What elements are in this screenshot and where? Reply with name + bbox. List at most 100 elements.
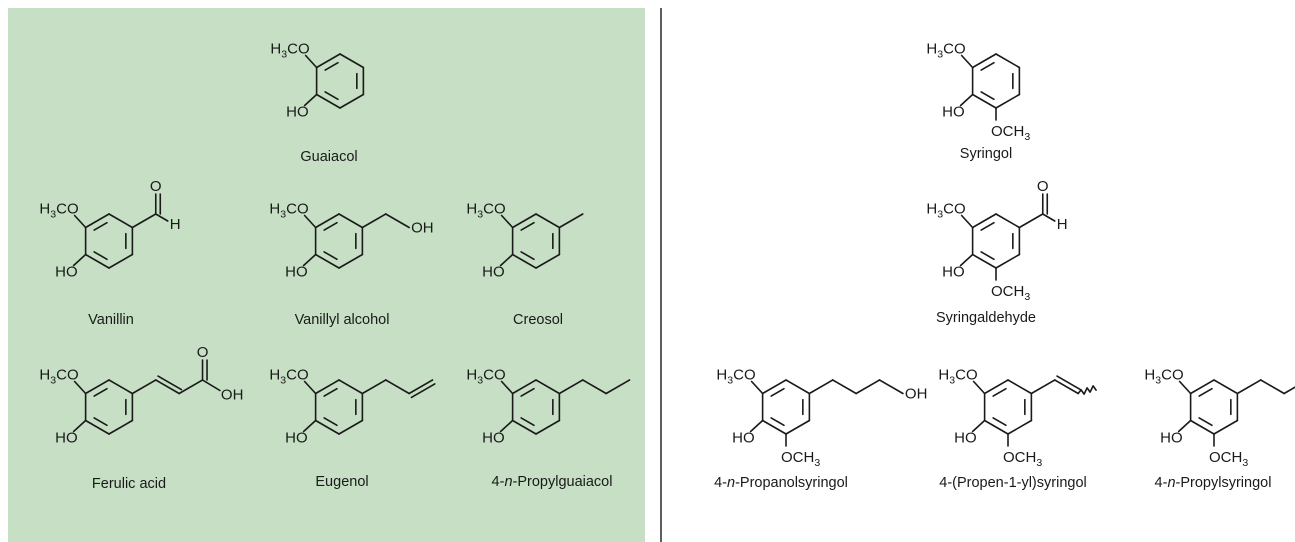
ring-bond [511,379,537,395]
side-chain-bond [384,213,410,229]
side-chain-bond [178,379,204,395]
compound-name-vanillin: Vanillin [88,312,134,328]
methoxy-label: OCH3 [1209,449,1248,469]
compound-name-ferulic-acid: Ferulic acid [92,476,166,492]
methoxy-bond [73,380,87,395]
methoxy-label: H3CO [269,201,308,221]
ring-bond [84,253,110,269]
ring-bond [995,253,1021,269]
ring-double-bond [1198,417,1213,427]
hydroxy-bond [971,419,986,433]
ring-bond [339,93,365,109]
methoxy-label: H3CO [1144,367,1183,387]
hydroxy-label: HO [285,264,308,281]
side-chain-bond [1018,213,1044,229]
ring-bond [338,379,364,395]
side-chain-bond [808,379,834,395]
compound-vanillyl-alcohol: H3CO HO OH [269,201,433,281]
compound-name-vanillyl-alcohol: Vanillyl alcohol [295,312,390,328]
ring-double-bond [992,417,1007,427]
hydroxy-bond [499,419,514,433]
compound-name-4-n-propylsyringol: 4-n-Propylsyringol [1155,475,1272,491]
side-chain-bond [1283,386,1295,395]
ring-bond [108,419,134,435]
ring-bond [1213,419,1239,435]
ring-bond [338,213,364,229]
methoxy-bond [500,380,514,395]
methoxy-label: H3CO [466,367,505,387]
alkene-bond [1053,379,1079,395]
hydroxy-bond [499,253,514,267]
methoxy-bond [750,380,764,395]
ring-bond [1189,379,1215,395]
ring-bond [995,213,1021,229]
methoxy-bond [304,54,318,69]
ring-bond [761,379,787,395]
methoxy-label: H3CO [39,367,78,387]
hydrogen-label: H [170,216,181,233]
hydroxy-bond [1177,419,1192,433]
hydroxy-bond [302,419,317,433]
methoxy-bond [960,214,974,229]
ring-bond [535,253,561,269]
side-chain-bond [855,379,881,395]
ring-bond [314,379,340,395]
ring-double-bond [520,417,535,427]
ring-bond [511,253,537,269]
ring-bond [314,213,340,229]
compound-name-4-n-propylguaiacol: 4-n-Propylguaiacol [492,474,613,490]
methoxy-bond [1178,380,1192,395]
hydroxy-bond [302,253,317,267]
hydroxy-bond [303,93,318,107]
compound-name-guaiacol: Guaiacol [300,149,357,165]
ring-bond [338,419,364,435]
ring-bond [314,419,340,435]
alkene-bond [154,379,180,395]
ring-bond [1213,379,1239,395]
ring-double-bond [770,417,785,427]
ring-bond [511,213,537,229]
ring-double-bond [324,61,339,71]
oxygen-label: O [150,178,162,195]
acid-hydroxyl-label: OH [221,387,244,404]
methoxy-label: H3CO [926,201,965,221]
methoxy-label: OCH3 [781,449,820,469]
wavy-bond [1077,385,1097,395]
alkene-bond [410,383,436,399]
hydroxy-label: HO [285,430,308,447]
methoxy-bond [303,214,317,229]
hydroxy-bond [959,93,974,107]
ring-bond [535,419,561,435]
hydroxy-bond [72,419,87,433]
ring-bond [315,53,341,69]
ring-double-bond [980,61,995,71]
side-chain-bond [131,213,157,229]
hydroxy-bond [72,253,87,267]
methoxy-bond [303,380,317,395]
ring-double-bond [323,221,338,231]
methoxy-bond [73,214,87,229]
side-chain-bond [361,213,387,229]
ring-bond [84,379,110,395]
ring-bond [785,419,811,435]
side-chain-bond [1236,379,1262,395]
compound-name-labels: Guaiacol Vanillin Vanillyl alcohol Creos… [88,146,1271,492]
ring-bond [1007,379,1033,395]
ring-bond [785,379,811,395]
ring-double-bond [323,387,338,397]
ring-double-bond [324,91,339,101]
alkene-bond [1056,375,1082,391]
side-chain-bond [154,213,169,222]
ring-bond [108,213,134,229]
side-chain-bond [201,379,221,392]
hydroxyl-label: OH [411,220,434,237]
ring-bond [84,213,110,229]
compound-name-syringaldehyde: Syringaldehyde [936,310,1036,326]
ring-bond [1007,419,1033,435]
side-chain-bond [605,379,631,395]
